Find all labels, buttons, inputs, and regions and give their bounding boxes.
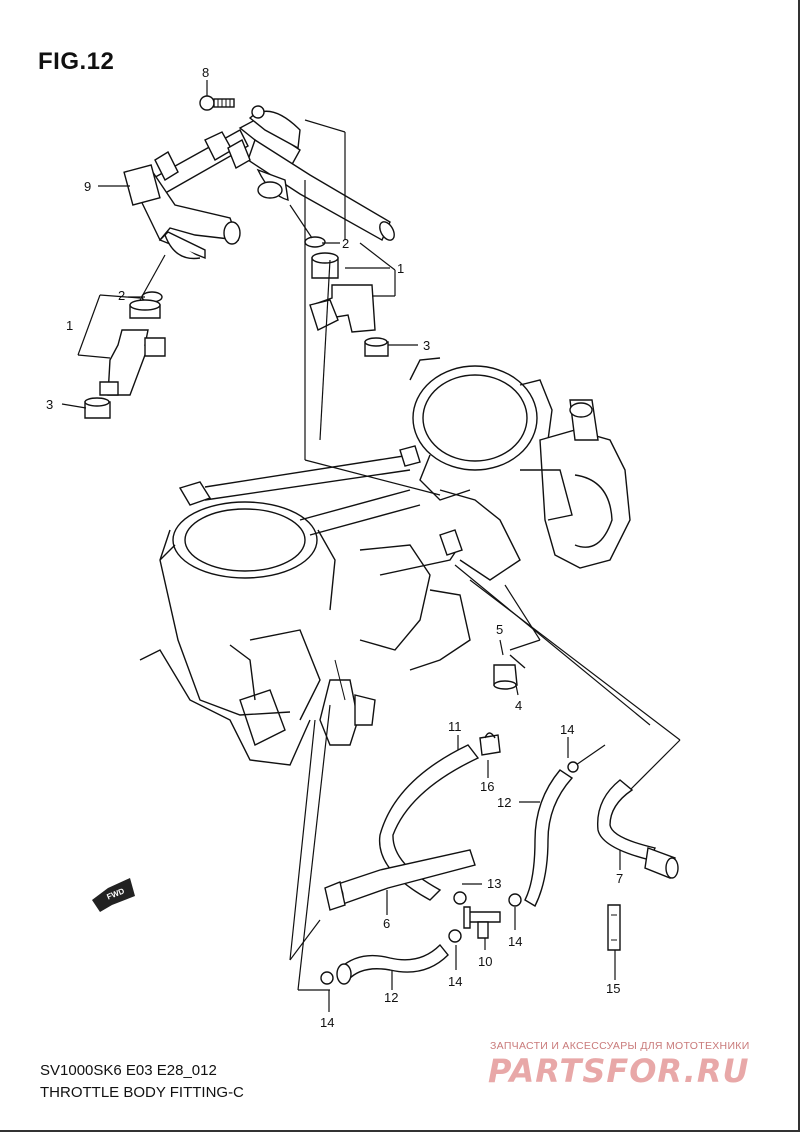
callout-10: 10 [478,954,492,969]
callout-5: 5 [496,622,503,637]
callout-1-left: 1 [66,318,73,333]
callout-12-bottom: 12 [384,990,398,1005]
fuel-injector-right [304,236,389,357]
callout-9: 9 [84,179,91,194]
callout-11: 11 [448,719,462,734]
callout-15: 15 [606,981,620,996]
callout-14-bottom: 14 [320,1015,334,1030]
callout-7: 7 [616,871,623,886]
callout-14-right: 14 [508,934,522,949]
figure-name: THROTTLE BODY FITTING-C [40,1084,244,1101]
callout-4: 4 [515,698,522,713]
watermark-tagline: ЗАПЧАСТИ И АКСЕССУАРЫ ДЛЯ МОТОТЕХНИКИ [490,1040,750,1052]
watermark-brand: PARTSFOR.RU [488,1052,750,1090]
callout-labels: 8 9 2 1 3 2 1 3 5 4 11 16 12 14 7 13 6 1… [46,65,623,1030]
fuel-injector-left [84,291,166,419]
callout-2-left: 2 [118,288,125,303]
callout-3-left: 3 [46,397,53,412]
callout-12-right: 12 [497,795,511,810]
fuel-delivery-pipe [123,95,395,260]
callout-14-mid: 14 [448,974,462,989]
callout-2-right: 2 [342,236,349,251]
throttle-body [139,357,631,766]
callout-1-right: 1 [397,261,404,276]
callout-14-top: 14 [560,722,574,737]
fwd-arrow-icon: FWD [92,878,135,912]
callout-16: 16 [480,779,494,794]
callout-13: 13 [487,876,501,891]
callout-6: 6 [383,916,390,931]
figure-title: FIG.12 [38,48,115,75]
callout-8: 8 [202,65,209,80]
callout-3-right: 3 [423,338,430,353]
leader-lines [61,80,681,1012]
figure-code: SV1000SK6 E03 E28_012 [40,1062,217,1079]
figure-caption: SV1000SK6 E03 E28_012 THROTTLE BODY FITT… [40,1060,244,1104]
hoses [320,654,679,985]
